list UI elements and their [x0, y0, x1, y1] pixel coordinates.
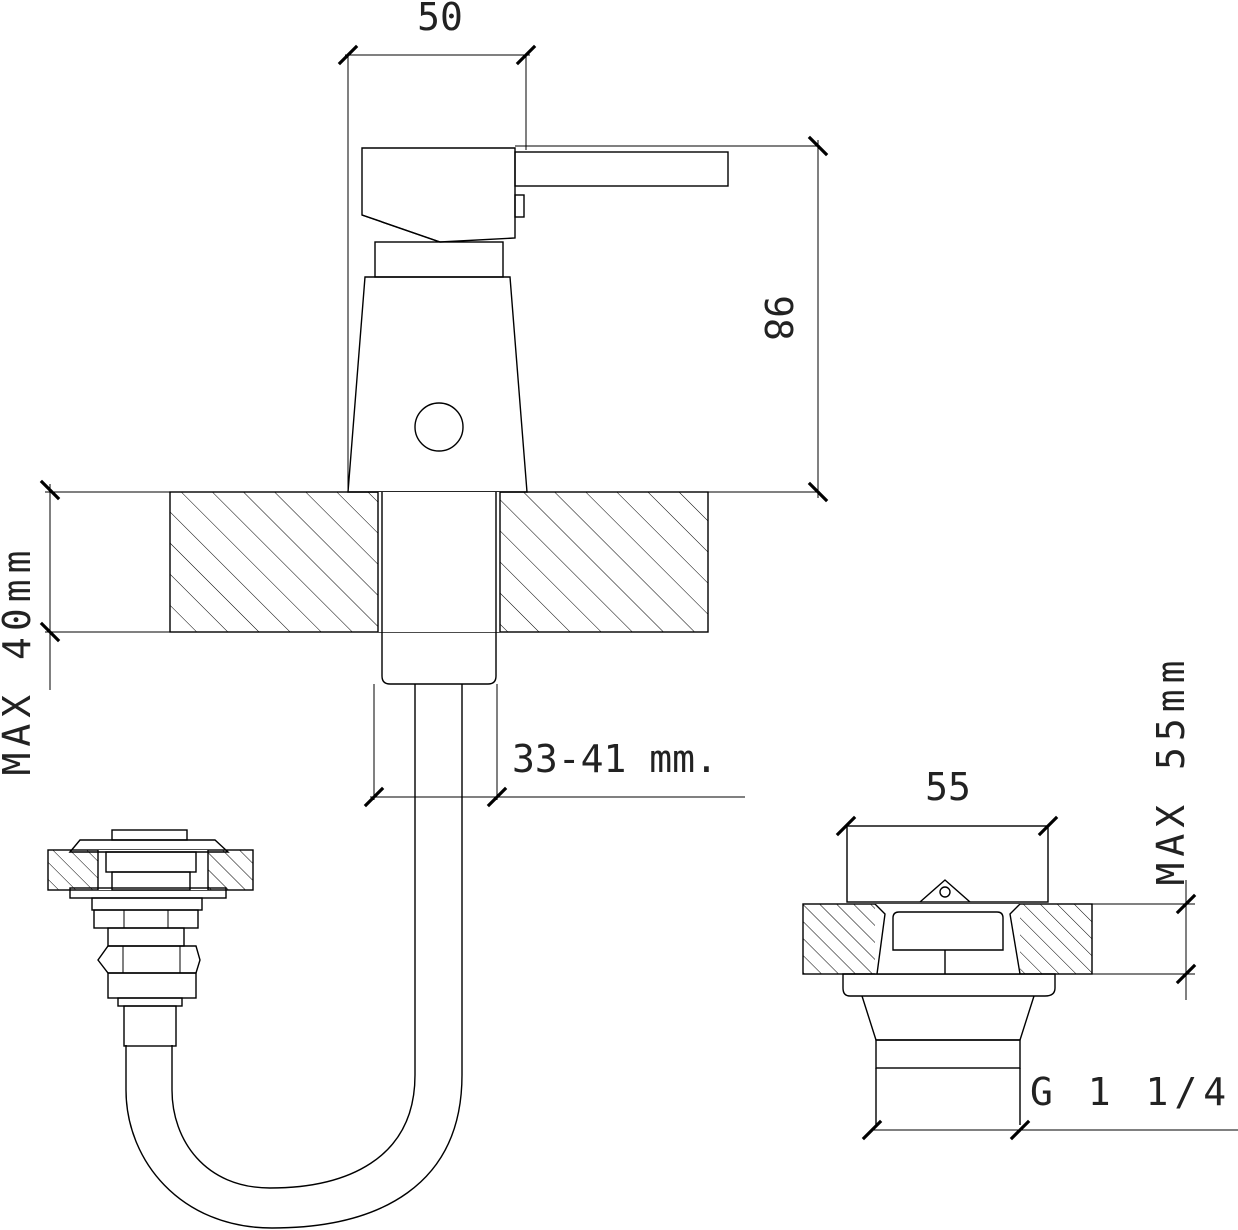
waste-width-label: 55	[925, 765, 971, 809]
dimension-hole-33-41: 33-41 mm.	[363, 684, 745, 808]
width-label: 50	[417, 0, 463, 39]
flexible-hose-outline	[80, 1000, 480, 1230]
dimension-width-50: 50	[337, 0, 537, 492]
height-label: 98	[756, 295, 800, 341]
max-40mm-label: MAX 40mm	[0, 544, 39, 775]
waste-section-right: 55 G 1 1/4"	[802, 654, 1238, 1141]
faucet-lever-head	[361, 147, 729, 278]
dimension-width-55: 55	[835, 765, 1059, 900]
thread-label: G 1 1/4"	[1030, 1070, 1238, 1114]
popup-waste-left	[47, 829, 254, 1047]
hole-range-label: 33-41 mm.	[512, 737, 718, 781]
countertop-section	[45, 491, 709, 633]
dimension-height-98: 98	[515, 135, 829, 503]
dimension-thread: G 1 1/4"	[861, 1070, 1238, 1141]
faucet-shank	[381, 492, 497, 685]
dimension-max-55mm: MAX 55mm	[1092, 654, 1197, 1000]
faucet-main-view: 50 98	[0, 0, 829, 808]
faucet-body	[347, 276, 528, 493]
max-55mm-label: MAX 55mm	[1149, 654, 1193, 885]
dimension-max-40mm: MAX 40mm	[0, 479, 61, 776]
cartridge-circle	[414, 402, 464, 452]
